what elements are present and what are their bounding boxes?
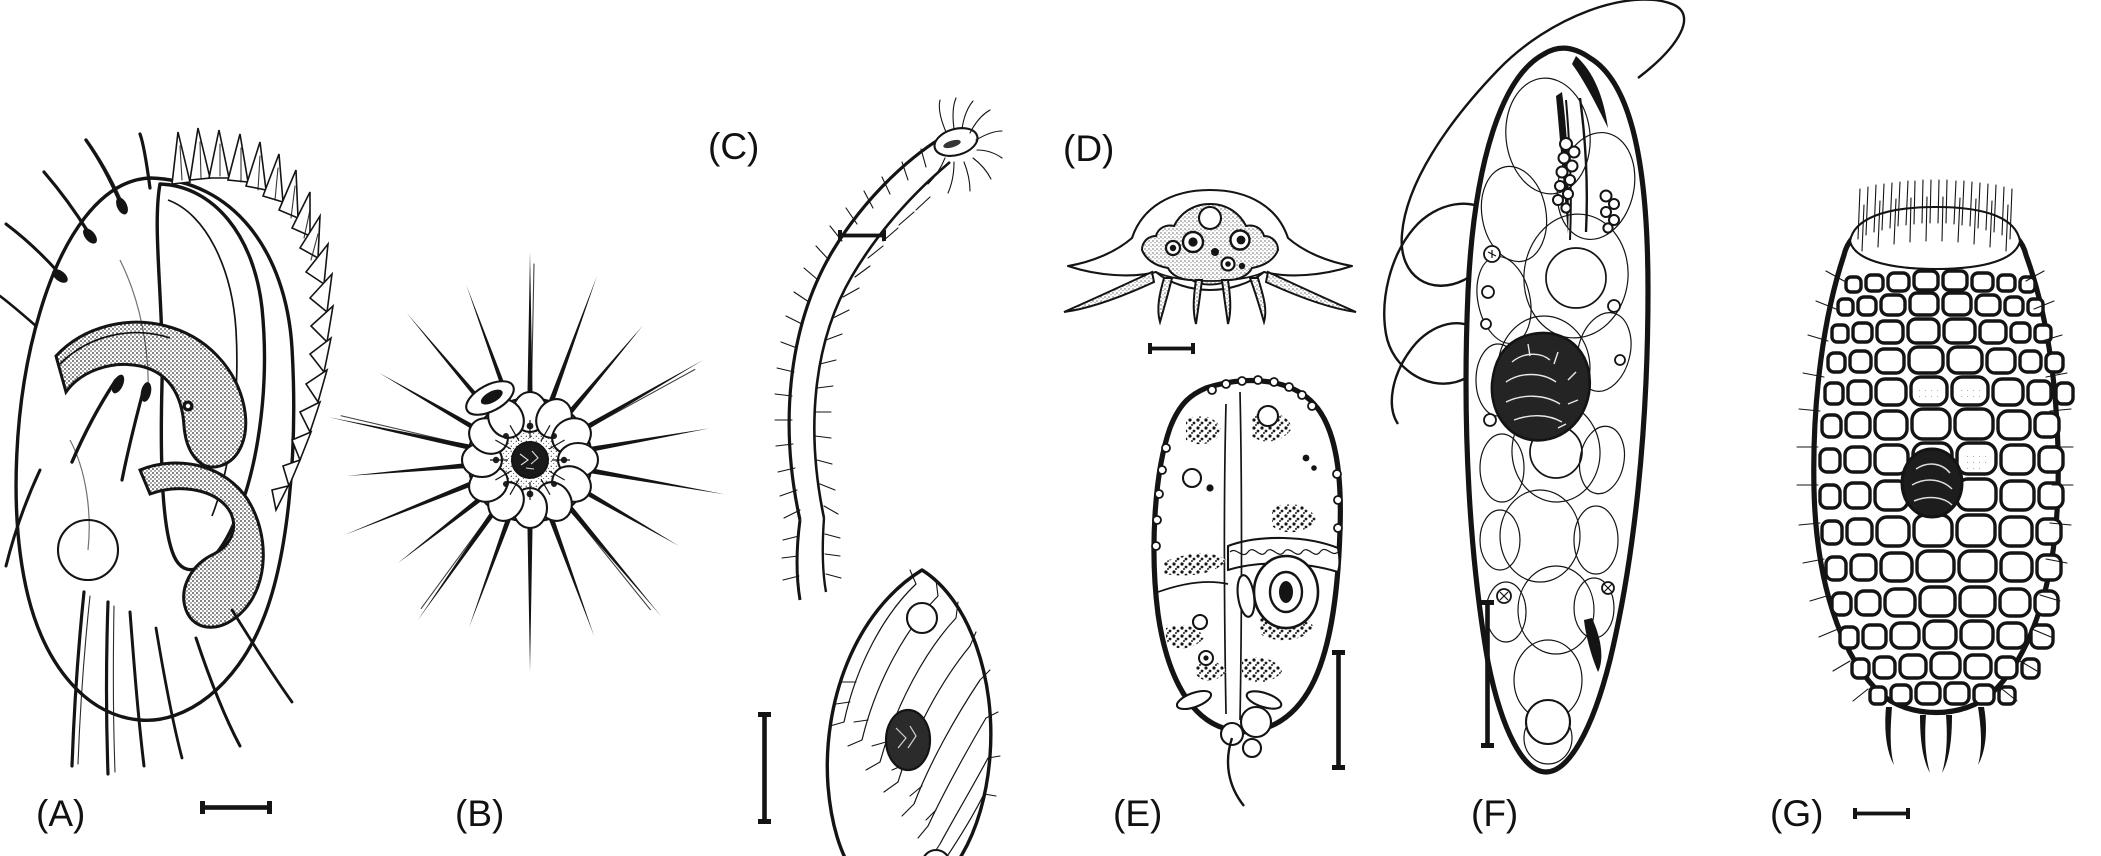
panel-b-illustration — [320, 250, 740, 672]
panel-f-illustration — [1380, 0, 1740, 800]
panel-label-c: (C) — [708, 126, 760, 167]
panel-label-a: (A) — [36, 793, 86, 834]
scale-bar-b — [758, 712, 771, 824]
panel-e-illustration — [1100, 370, 1400, 820]
scale-bar-g — [1853, 808, 1910, 819]
panel-g-illustration — [1780, 179, 2100, 795]
panel-label-d: (D) — [1063, 128, 1115, 169]
panel-label-g: (G) — [1770, 793, 1824, 834]
scale-bar-d — [1148, 343, 1195, 354]
panel-label-f: (F) — [1471, 793, 1519, 834]
panel-c-illustration — [740, 97, 1080, 856]
scale-bar-e — [1332, 650, 1345, 770]
panel-label-b: (B) — [455, 793, 505, 834]
panel-a-illustration — [0, 127, 340, 800]
scale-bar-f — [1481, 600, 1494, 748]
scale-bar-c — [838, 230, 886, 241]
panel-label-e: (E) — [1113, 793, 1163, 834]
panel-d-illustration — [1060, 180, 1360, 330]
scale-bar-a — [200, 801, 272, 814]
